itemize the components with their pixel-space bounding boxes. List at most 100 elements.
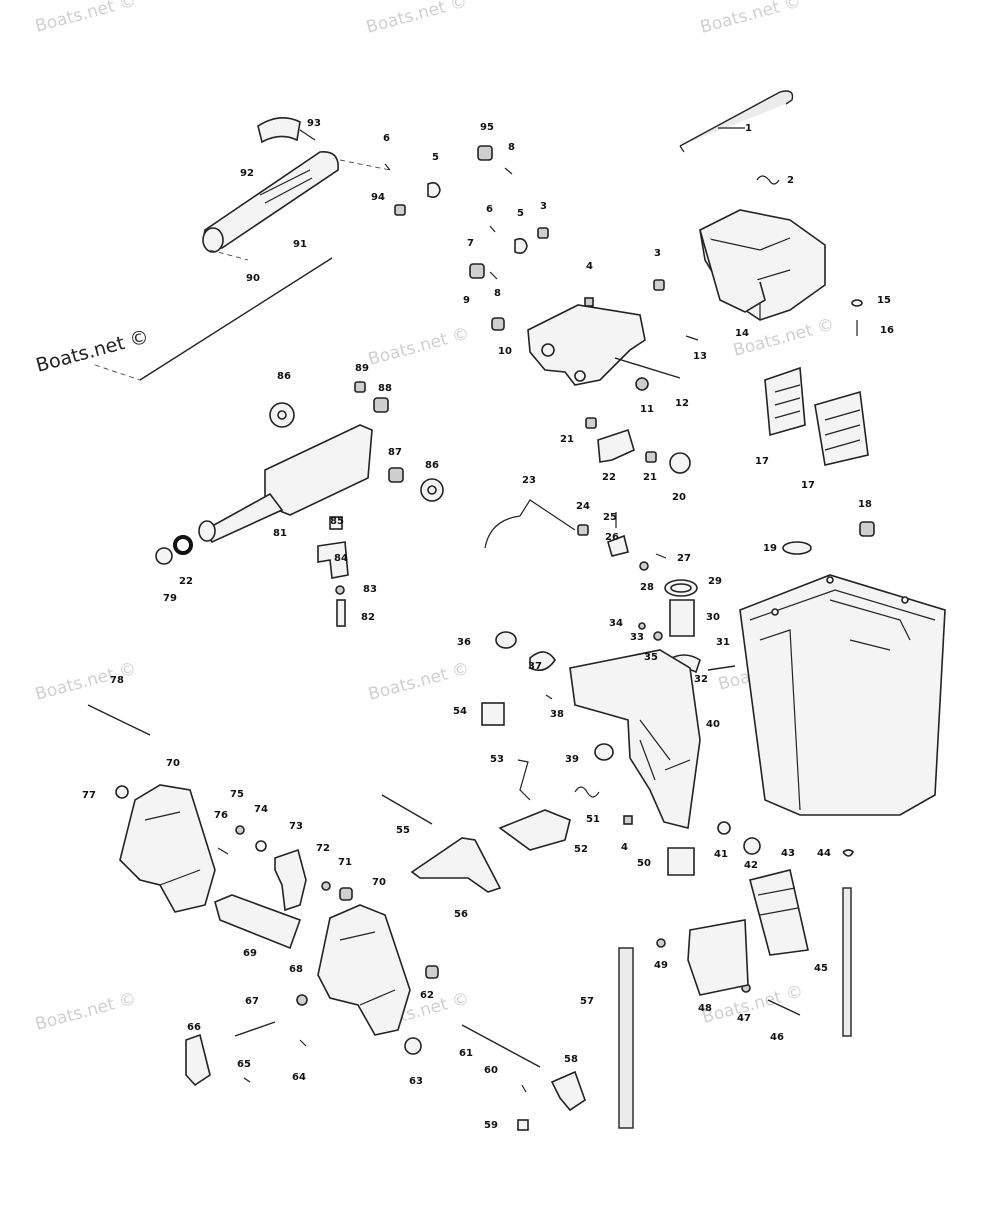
part-93-clip (257, 117, 301, 144)
callout-19: 19 (763, 543, 777, 554)
callout-46: 46 (770, 1032, 784, 1043)
callout-93: 93 (307, 118, 321, 129)
part-50-bushing (667, 847, 695, 876)
callout-94: 94 (371, 192, 385, 203)
watermark-text: Boats.net © (698, 0, 803, 38)
callout-62: 62 (420, 990, 434, 1001)
part-48-clamp (687, 919, 749, 996)
callout-73: 73 (289, 821, 303, 832)
callout-59: 59 (484, 1120, 498, 1131)
part-52-plate (498, 809, 571, 851)
callout-92: 92 (240, 168, 254, 179)
callout-86: 86 (277, 371, 291, 382)
callout-84: 84 (334, 553, 348, 564)
callout-9: 9 (463, 295, 470, 306)
part-23-link (484, 499, 576, 549)
part-61-rod (461, 1024, 541, 1068)
callout-22: 22 (602, 472, 616, 483)
callout-26: 26 (605, 532, 619, 543)
callout-51: 51 (586, 814, 600, 825)
callout-52: 52 (574, 844, 588, 855)
callout-3: 3 (654, 248, 661, 259)
callout-14: 14 (735, 328, 749, 339)
callout-29: 29 (708, 576, 722, 587)
callout-35: 35 (644, 652, 658, 663)
callout-88: 88 (378, 383, 392, 394)
callout-76: 76 (214, 810, 228, 821)
callout-69: 69 (243, 948, 257, 959)
callout-45: 45 (814, 963, 828, 974)
callout-65: 65 (237, 1059, 251, 1070)
callout-20: 20 (672, 492, 686, 503)
watermark-text: Boats.net © (33, 989, 138, 1035)
part-56-link (410, 837, 502, 893)
callout-36: 36 (457, 637, 471, 648)
callout-85: 85 (330, 516, 344, 527)
callout-83: 83 (363, 584, 377, 595)
callout-91: 91 (293, 239, 307, 250)
callout-70: 70 (372, 877, 386, 888)
callout-61: 61 (459, 1048, 473, 1059)
callout-70: 70 (166, 758, 180, 769)
callout-67: 67 (245, 996, 259, 1007)
part-1-link-rod (679, 90, 794, 147)
callout-4: 4 (621, 842, 628, 853)
callout-82: 82 (361, 612, 375, 623)
callout-1: 1 (745, 123, 752, 134)
callout-95: 95 (480, 122, 494, 133)
callout-54: 54 (453, 706, 467, 717)
callout-72: 72 (316, 843, 330, 854)
callout-15: 15 (877, 295, 891, 306)
callout-5: 5 (432, 152, 439, 163)
part-90-shaft (139, 257, 333, 381)
watermark-text: Boats.net © (33, 0, 138, 37)
callout-78: 78 (110, 675, 124, 686)
callout-66: 66 (187, 1022, 201, 1033)
callout-77: 77 (82, 790, 96, 801)
callout-4: 4 (586, 261, 593, 272)
callout-11: 11 (640, 404, 654, 415)
callout-74: 74 (254, 804, 268, 815)
callout-58: 58 (564, 1054, 578, 1065)
callout-43: 43 (781, 848, 795, 859)
callout-24: 24 (576, 501, 590, 512)
parts-layer (87, 90, 946, 1131)
callout-17: 17 (755, 456, 769, 467)
callout-68: 68 (289, 964, 303, 975)
callout-23: 23 (522, 475, 536, 486)
callout-38: 38 (550, 709, 564, 720)
callout-17: 17 (801, 480, 815, 491)
callout-71: 71 (338, 857, 352, 868)
watermark-text: Boats.net © (366, 324, 471, 370)
callout-64: 64 (292, 1072, 306, 1083)
part-32-bolt (707, 665, 736, 671)
callout-63: 63 (409, 1076, 423, 1087)
callout-8: 8 (508, 142, 515, 153)
part-31-lower-housing (739, 574, 946, 816)
part-40-swivel-arm (569, 649, 701, 829)
part-82-bolt (336, 599, 346, 627)
part-67-screw (234, 1021, 276, 1037)
callout-30: 30 (706, 612, 720, 623)
callout-48: 48 (698, 1003, 712, 1014)
part-66-block (185, 1033, 211, 1087)
part-22-oring (173, 535, 193, 555)
callout-22: 22 (179, 576, 193, 587)
callout-layer: 1233445566788910111213141516171718192021… (82, 118, 894, 1131)
callout-27: 27 (677, 553, 691, 564)
part-14-housing (699, 229, 766, 313)
callout-12: 12 (675, 398, 689, 409)
callout-32: 32 (694, 674, 708, 685)
callout-87: 87 (388, 447, 402, 458)
callout-6: 6 (383, 133, 390, 144)
callout-16: 16 (880, 325, 894, 336)
callout-42: 42 (744, 860, 758, 871)
callout-90: 90 (246, 273, 260, 284)
callout-21: 21 (560, 434, 574, 445)
callout-55: 55 (396, 825, 410, 836)
part-78-bolt (87, 704, 151, 736)
callout-3: 3 (540, 201, 547, 212)
callout-33: 33 (630, 632, 644, 643)
callout-7: 7 (467, 238, 474, 249)
